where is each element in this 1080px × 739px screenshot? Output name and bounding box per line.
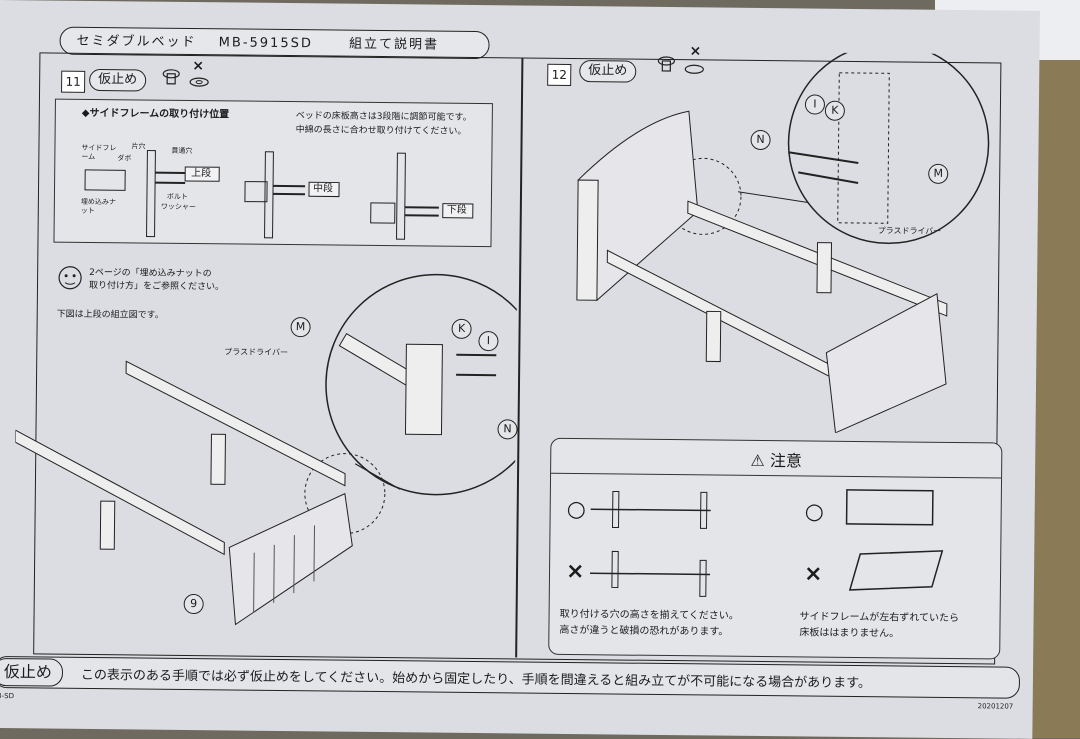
footer-kari-badge: 仮止め [0,658,63,687]
step-12-part-i-label: I [805,94,825,114]
step-11-kari-badge: 仮止め [89,69,146,92]
step-12-part-k-label: K [825,101,845,121]
part-m-label: M [290,317,310,337]
side-frame-position-panel: ◆サイドフレームの取り付け位置 ベッドの床板高さは3段階に調節可能です。 中綿の… [53,99,492,248]
step-11-assembly-diagram [13,250,517,635]
step-12-part-m-label: M [928,164,948,184]
caution-left-line-1: 取り付ける穴の高さを揃えてください。 [560,609,739,623]
level-upper: 上段 [191,168,211,180]
step-11-washer-icons [159,64,219,95]
step-12-tool-label: プラスドライバー [878,225,942,238]
product-name: セミダブルベッド [76,34,196,50]
step-11-x-mark: × [192,60,204,72]
step-12-part-n-label: N [750,130,770,150]
caution-box: ⚠ 注意 ○ ○ × × 取り付ける穴の高さを揃えてください。 高さが違うと破損… [548,438,1002,660]
document-title: 組立て説明書 [349,37,439,53]
part-n-label: N [497,419,517,439]
frame-position-diagrams [54,100,491,247]
step-11-number: 11 [61,71,85,93]
part-k-label: K [451,319,471,339]
step-12-assembly-diagram [556,50,1000,435]
model-number: MB-5915SD [219,35,313,51]
part-9-label: 9 [184,594,204,614]
caution-right-line-2: 床板ははまりません。 [799,627,899,640]
caution-left-line-2: 高さが違うと破損の恐れがあります。 [559,625,728,639]
footer-code-left: 13-SD [0,690,14,702]
caution-right-line-1: サイドフレームが左右ずれていたら [800,611,960,625]
footer-code-right: 20201207 [978,700,1014,712]
level-lower: 下段 [447,205,467,217]
instruction-sheet: セミダブルベッド MB-5915SD 組立て説明書 11 仮止め × ◆サイドフ… [0,0,1040,739]
level-middle: 中段 [313,183,333,195]
part-i-label: I [478,331,498,351]
